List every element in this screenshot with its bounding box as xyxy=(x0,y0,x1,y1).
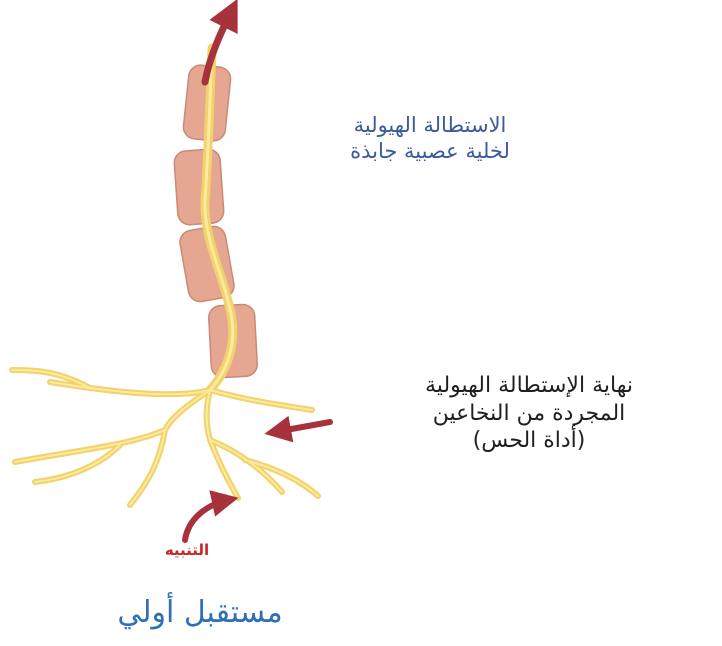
receptor-pointer-arrow xyxy=(275,422,330,432)
stimulus-label: التنبيه xyxy=(132,541,242,560)
stimulus-arrow xyxy=(185,500,228,540)
free-nerve-ending-label-line: نهاية الإستطالة الهيولية xyxy=(336,372,722,400)
axon-label-line: الاستطالة الهيولية xyxy=(270,112,590,138)
myelin-segment xyxy=(173,148,224,225)
free-nerve-ending-label-line: (أداة الحس) xyxy=(336,427,722,455)
axon-label: الاستطالة الهيولية لخلية عصبية جابذة xyxy=(270,112,590,165)
myelin-sheath xyxy=(173,64,257,378)
diagram-title: مستقبل أولي xyxy=(60,594,340,632)
axon-label-line: لخلية عصبية جابذة xyxy=(270,138,590,164)
free-nerve-ending-label: نهاية الإستطالة الهيولية المجردة من النخ… xyxy=(336,372,722,455)
free-nerve-ending-label-line: المجردة من النخاعين xyxy=(336,400,722,428)
